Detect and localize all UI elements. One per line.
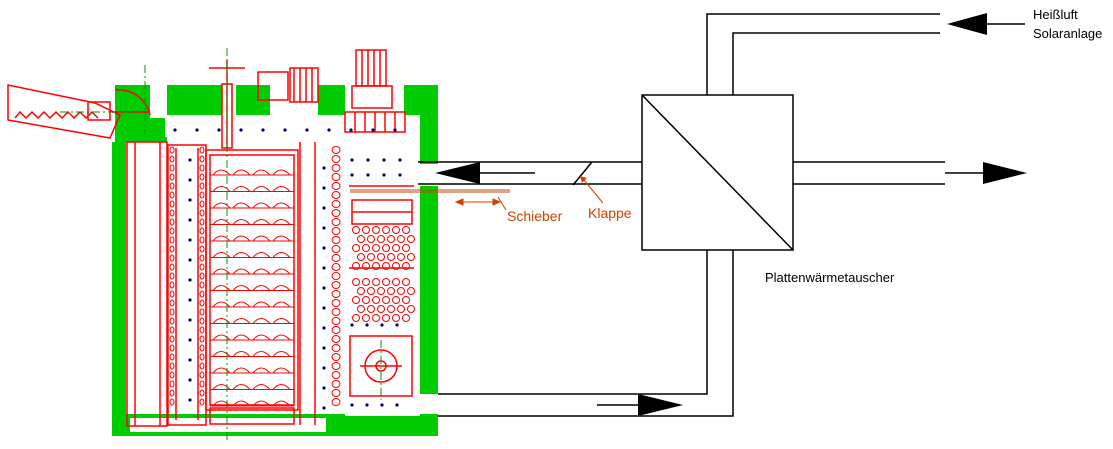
tray-stack <box>210 169 294 407</box>
exhaust-air-arrow <box>945 162 1027 184</box>
paternoster-chain <box>169 146 341 406</box>
damper-flap <box>572 161 604 204</box>
damper-slide <box>350 189 510 211</box>
feed-hopper <box>7 84 151 139</box>
airflow-markers <box>173 128 402 410</box>
heat-exchanger-label: Plattenwärmetauscher <box>765 270 895 285</box>
plate-heat-exchanger <box>641 94 794 251</box>
filter-elements <box>352 226 415 322</box>
supply-air-arrow <box>597 394 683 416</box>
damper-flap-label: Klappe <box>588 205 632 221</box>
center-guide-lines <box>60 48 382 440</box>
drying-chamber <box>126 141 316 427</box>
hot-air-source-label-line1: Heißluft <box>1033 7 1078 22</box>
hot-air-source-label-line2: Solaranlage <box>1033 26 1102 41</box>
hot-air-inlet-arrow <box>947 13 1025 35</box>
return-air-arrow <box>435 162 535 184</box>
ductwork <box>418 13 945 417</box>
damper-slide-label: Schieber <box>507 208 563 224</box>
